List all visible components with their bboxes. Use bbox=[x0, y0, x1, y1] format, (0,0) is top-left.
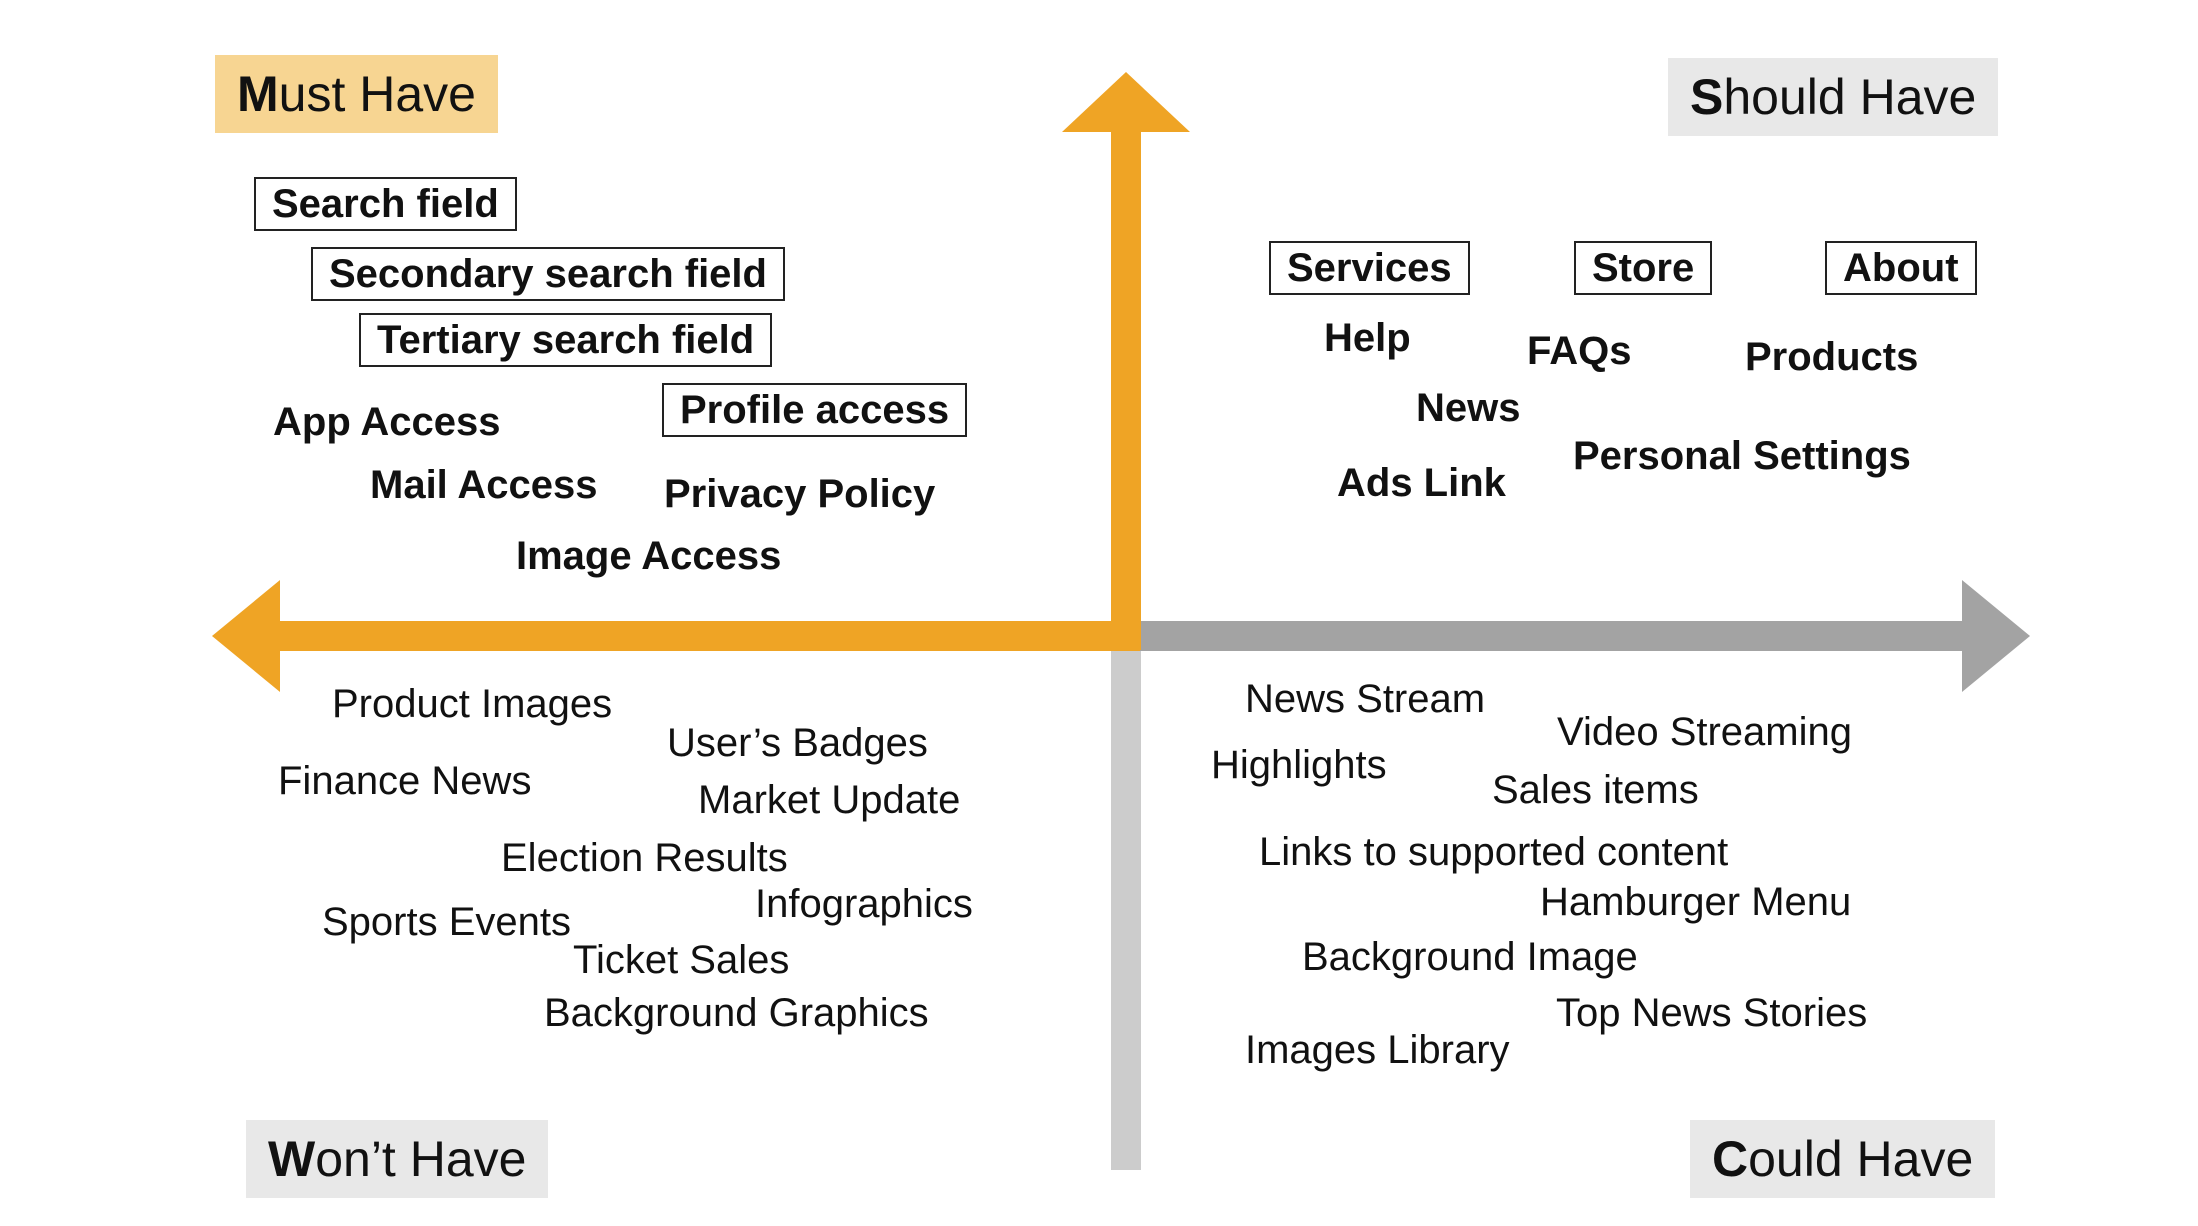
could-have-rest: ould Have bbox=[1748, 1131, 1974, 1187]
could-item-top-news-stories: Top News Stories bbox=[1556, 991, 1868, 1035]
should-item-store: Store bbox=[1574, 241, 1713, 295]
wont-item-users-badges: User’s Badges bbox=[667, 721, 928, 765]
could-item-links-to-supported-content: Links to supported content bbox=[1259, 830, 1729, 874]
axis-up-arrowhead bbox=[1062, 72, 1190, 132]
should-item-ads-link: Ads Link bbox=[1337, 461, 1506, 505]
must-have-label: Must Have bbox=[215, 55, 498, 133]
must-item-image-access: Image Access bbox=[516, 534, 782, 578]
wont-item-finance-news: Finance News bbox=[278, 759, 532, 803]
could-item-video-streaming: Video Streaming bbox=[1557, 710, 1852, 754]
must-item-tertiary-search-field: Tertiary search field bbox=[359, 313, 773, 367]
must-have-rest: ust Have bbox=[278, 66, 476, 122]
must-item-app-access: App Access bbox=[273, 400, 501, 444]
should-have-rest: hould Have bbox=[1723, 69, 1977, 125]
must-item-privacy-policy: Privacy Policy bbox=[664, 472, 936, 516]
wont-item-infographics: Infographics bbox=[755, 882, 973, 926]
should-item-about: About bbox=[1825, 241, 1977, 295]
wont-item-ticket-sales: Ticket Sales bbox=[573, 938, 790, 982]
axis-right-arrowhead bbox=[1962, 580, 2030, 692]
could-have-label: Could Have bbox=[1690, 1120, 1996, 1198]
should-have-initial: S bbox=[1690, 69, 1724, 125]
wont-item-election-results: Election Results bbox=[501, 836, 788, 880]
wont-item-market-update: Market Update bbox=[698, 778, 961, 822]
should-have-label: Should Have bbox=[1668, 58, 1999, 136]
must-item-mail-access: Mail Access bbox=[370, 463, 598, 507]
must-item-profile-access: Profile access bbox=[662, 383, 968, 437]
could-item-images-library: Images Library bbox=[1245, 1028, 1510, 1072]
must-have-initial: M bbox=[237, 66, 279, 122]
must-item-search-field: Search field bbox=[254, 177, 517, 231]
could-item-hamburger-menu: Hamburger Menu bbox=[1540, 880, 1852, 924]
wont-have-initial: W bbox=[268, 1131, 316, 1187]
should-item-faqs: FAQs bbox=[1527, 329, 1632, 373]
axis-left-arrowhead bbox=[212, 580, 280, 692]
wont-item-product-images: Product Images bbox=[332, 682, 613, 726]
should-item-services: Services bbox=[1269, 241, 1470, 295]
wont-item-sports-events: Sports Events bbox=[322, 900, 572, 944]
should-item-help: Help bbox=[1324, 316, 1411, 360]
wont-have-rest: on’t Have bbox=[315, 1131, 527, 1187]
could-item-background-image: Background Image bbox=[1302, 935, 1638, 979]
could-item-highlights: Highlights bbox=[1211, 743, 1387, 787]
should-item-products: Products bbox=[1745, 335, 1919, 379]
must-item-secondary-search-field: Secondary search field bbox=[311, 247, 785, 301]
should-item-personal-settings: Personal Settings bbox=[1573, 434, 1911, 478]
wont-item-background-graphics: Background Graphics bbox=[544, 991, 929, 1035]
could-item-news-stream: News Stream bbox=[1245, 677, 1486, 721]
should-item-news: News bbox=[1416, 386, 1521, 430]
could-have-initial: C bbox=[1712, 1131, 1749, 1187]
could-item-sales-items: Sales items bbox=[1492, 768, 1699, 812]
wont-have-label: Won’t Have bbox=[246, 1120, 549, 1198]
